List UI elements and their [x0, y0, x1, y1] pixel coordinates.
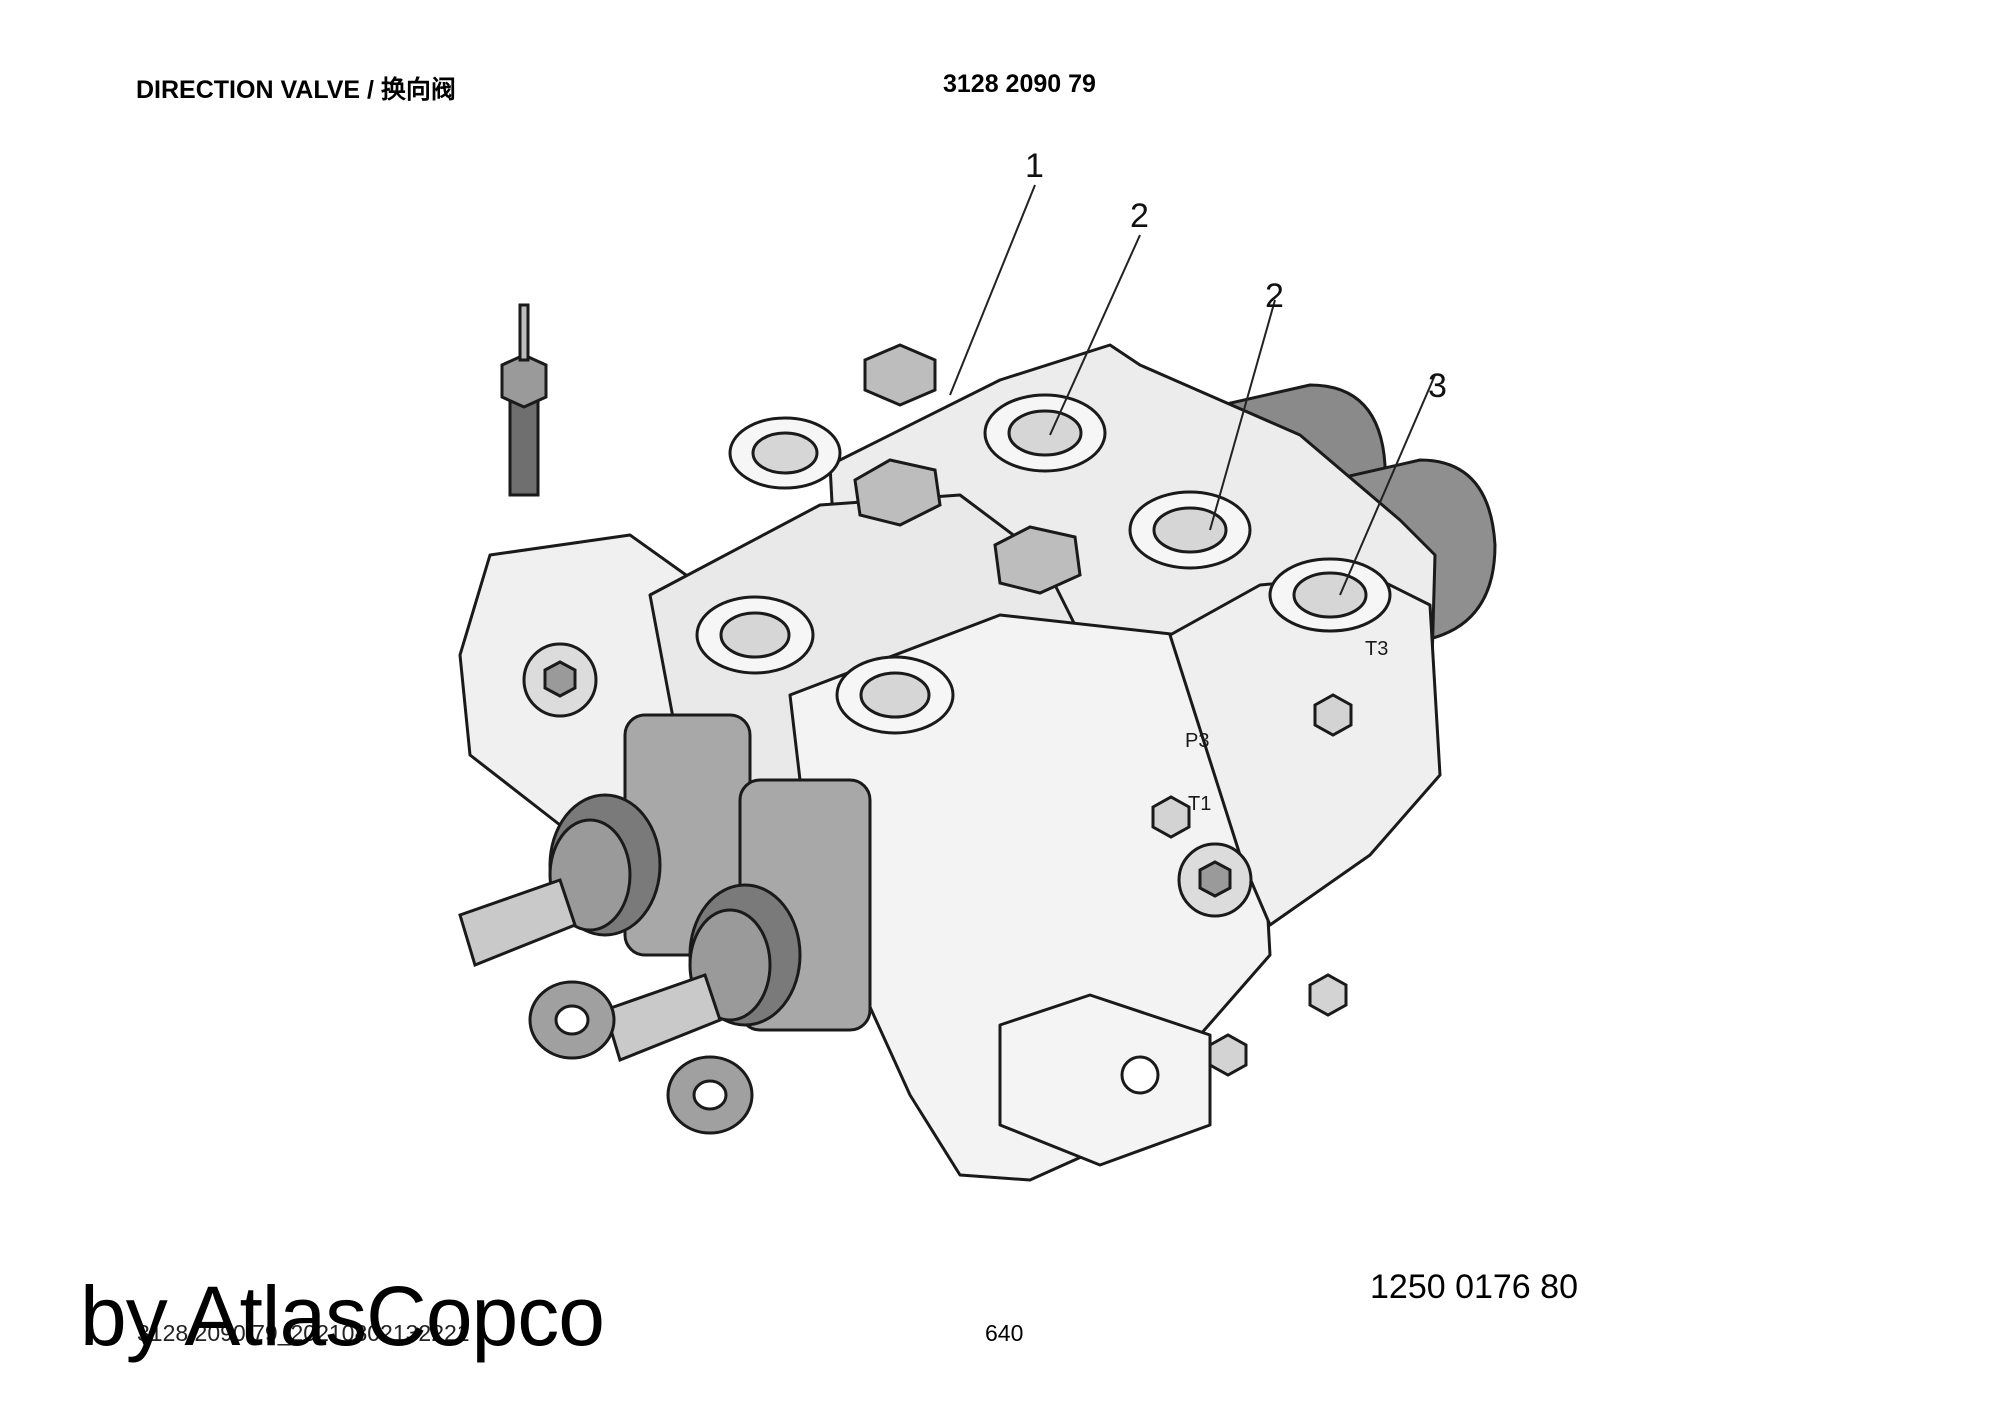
page-title: DIRECTION VALVE / 换向阀 [136, 76, 456, 104]
socket-heads [522, 642, 1253, 918]
callout-2b: 2 [1265, 277, 1284, 315]
hex-plug-top [863, 343, 937, 407]
nuts [1151, 693, 1353, 1077]
leader-lines [949, 184, 1436, 596]
callout-numbers: 1 2 2 3 [1025, 147, 1447, 405]
clevis-left [528, 980, 616, 1060]
valve-illustration: T3 P3 T1 1 2 2 3 [458, 147, 1497, 1182]
nut-4 [1208, 1033, 1248, 1077]
nut-2 [1151, 795, 1191, 839]
socket-head-left [522, 642, 598, 718]
port-labels: T3 P3 T1 [1185, 638, 1388, 815]
nut-1 [1313, 693, 1353, 737]
port-1 [728, 416, 842, 490]
socket-head-right [1177, 842, 1253, 918]
hex-plug-1 [853, 458, 942, 527]
port-front-left [695, 595, 815, 675]
callout-2: 2 [1130, 197, 1149, 235]
page-number: 640 [985, 1320, 1024, 1346]
port-3 [1268, 557, 1392, 633]
spool-shaft-left [458, 878, 577, 968]
port-front-center [835, 655, 955, 735]
drawing-number: 1250 0176 80 [1370, 1268, 1578, 1306]
nut-3 [1308, 973, 1348, 1017]
port-2b [1128, 490, 1252, 570]
port-label-t3: T3 [1365, 638, 1388, 660]
callout-1: 1 [1025, 147, 1044, 185]
port-label-p3: P3 [1185, 730, 1209, 752]
hex-plugs [853, 343, 1082, 595]
port-2a [983, 393, 1107, 473]
part-number: 3128 2090 79 [943, 70, 1096, 98]
spool-shaft-right [603, 973, 722, 1063]
document-id: 3128 2090 79_20210802132221 [137, 1320, 470, 1346]
port-label-t1: T1 [1188, 793, 1211, 815]
spring-left [548, 793, 662, 937]
hex-plug-2 [993, 525, 1082, 595]
mounting-foot [998, 993, 1212, 1167]
callout-3: 3 [1428, 367, 1447, 405]
spool-assemblies [458, 713, 872, 1135]
ports [695, 393, 1392, 735]
clevis-right [666, 1055, 754, 1135]
watermark: by AtlasCopco [80, 1269, 605, 1363]
relief-valve [500, 303, 548, 497]
